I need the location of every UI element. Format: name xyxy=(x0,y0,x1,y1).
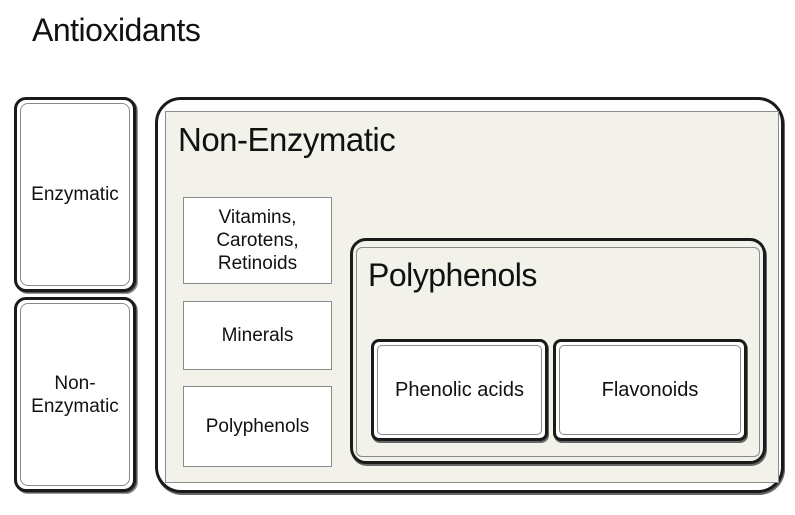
non-enzymatic-label: Non- Enzymatic xyxy=(31,372,119,417)
diagram-title: Antioxidants xyxy=(32,12,201,48)
enzymatic-box: Enzymatic xyxy=(14,97,136,292)
non-enzymatic-box: Non- Enzymatic xyxy=(14,297,136,492)
polyphenols-group-title: Polyphenols xyxy=(368,257,537,293)
flavonoids-box: Flavonoids xyxy=(553,339,747,441)
vitamins-label: Vitamins, Carotens, Retinoids xyxy=(216,207,299,274)
non-enzymatic-group-title: Non-Enzymatic xyxy=(178,121,396,158)
polyphenols-item-label: Polyphenols xyxy=(205,416,310,437)
minerals-box: Minerals xyxy=(183,301,332,370)
phenolic-acids-box: Phenolic acids xyxy=(371,339,548,441)
vitamins-box: Vitamins, Carotens, Retinoids xyxy=(183,197,332,284)
minerals-label: Minerals xyxy=(221,325,294,346)
polyphenols-item-box: Polyphenols xyxy=(183,386,332,467)
polyphenols-group-inner-border xyxy=(356,247,760,457)
enzymatic-label: Enzymatic xyxy=(31,184,119,205)
phenolic-acids-label: Phenolic acids xyxy=(395,379,524,401)
flavonoids-label: Flavonoids xyxy=(601,379,699,401)
